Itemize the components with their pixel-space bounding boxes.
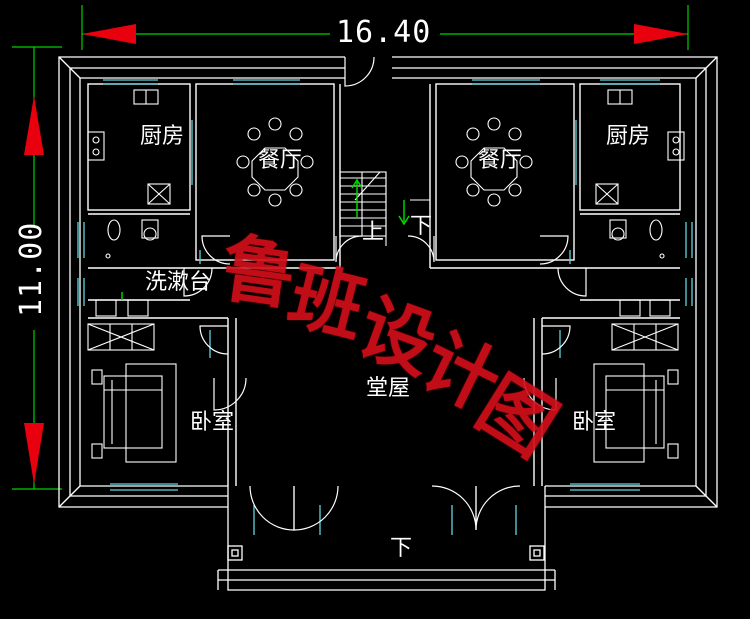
kitchen-fixtures-left	[87, 89, 171, 205]
staircase	[339, 171, 430, 246]
room-label-bedroom-right: 卧室	[572, 410, 617, 435]
arrow-left-icon	[82, 24, 136, 44]
room-label-bedroom-left: 卧室	[190, 410, 235, 435]
dimension-arrows	[24, 24, 688, 484]
bathroom-fixtures	[105, 219, 665, 259]
dining-table-right	[455, 117, 533, 207]
kitchen-fixtures-right	[595, 89, 685, 205]
room-label-dining-right: 餐厅	[478, 148, 523, 173]
stair-direction-markers	[121, 178, 410, 300]
room-label-main-hall: 堂屋	[366, 376, 411, 401]
windows	[77, 79, 693, 535]
arrow-down-icon	[24, 423, 44, 484]
dimension-height-label: 11.00	[14, 221, 49, 317]
room-label-kitchen-left: 厨房	[140, 124, 185, 149]
room-label-washbasin: 洗漱台	[145, 270, 212, 295]
outer-walls	[58, 56, 718, 508]
dining-table-left	[236, 117, 314, 207]
bedroom-furniture-right	[593, 323, 679, 463]
front-porch	[217, 486, 556, 591]
door-swings	[183, 56, 587, 531]
washbasin-counters	[95, 299, 671, 317]
entry-label-down: 下	[390, 536, 413, 561]
stair-label-down: 下	[410, 214, 433, 239]
arrow-right-icon	[634, 24, 688, 44]
stair-label-up: 上	[362, 220, 385, 245]
bedroom-furniture-left	[87, 323, 177, 463]
arrow-up-icon	[24, 96, 44, 155]
room-label-dining-left: 餐厅	[258, 148, 303, 173]
dimension-width-label: 16.40	[336, 15, 432, 50]
room-label-kitchen-right: 厨房	[606, 124, 651, 149]
